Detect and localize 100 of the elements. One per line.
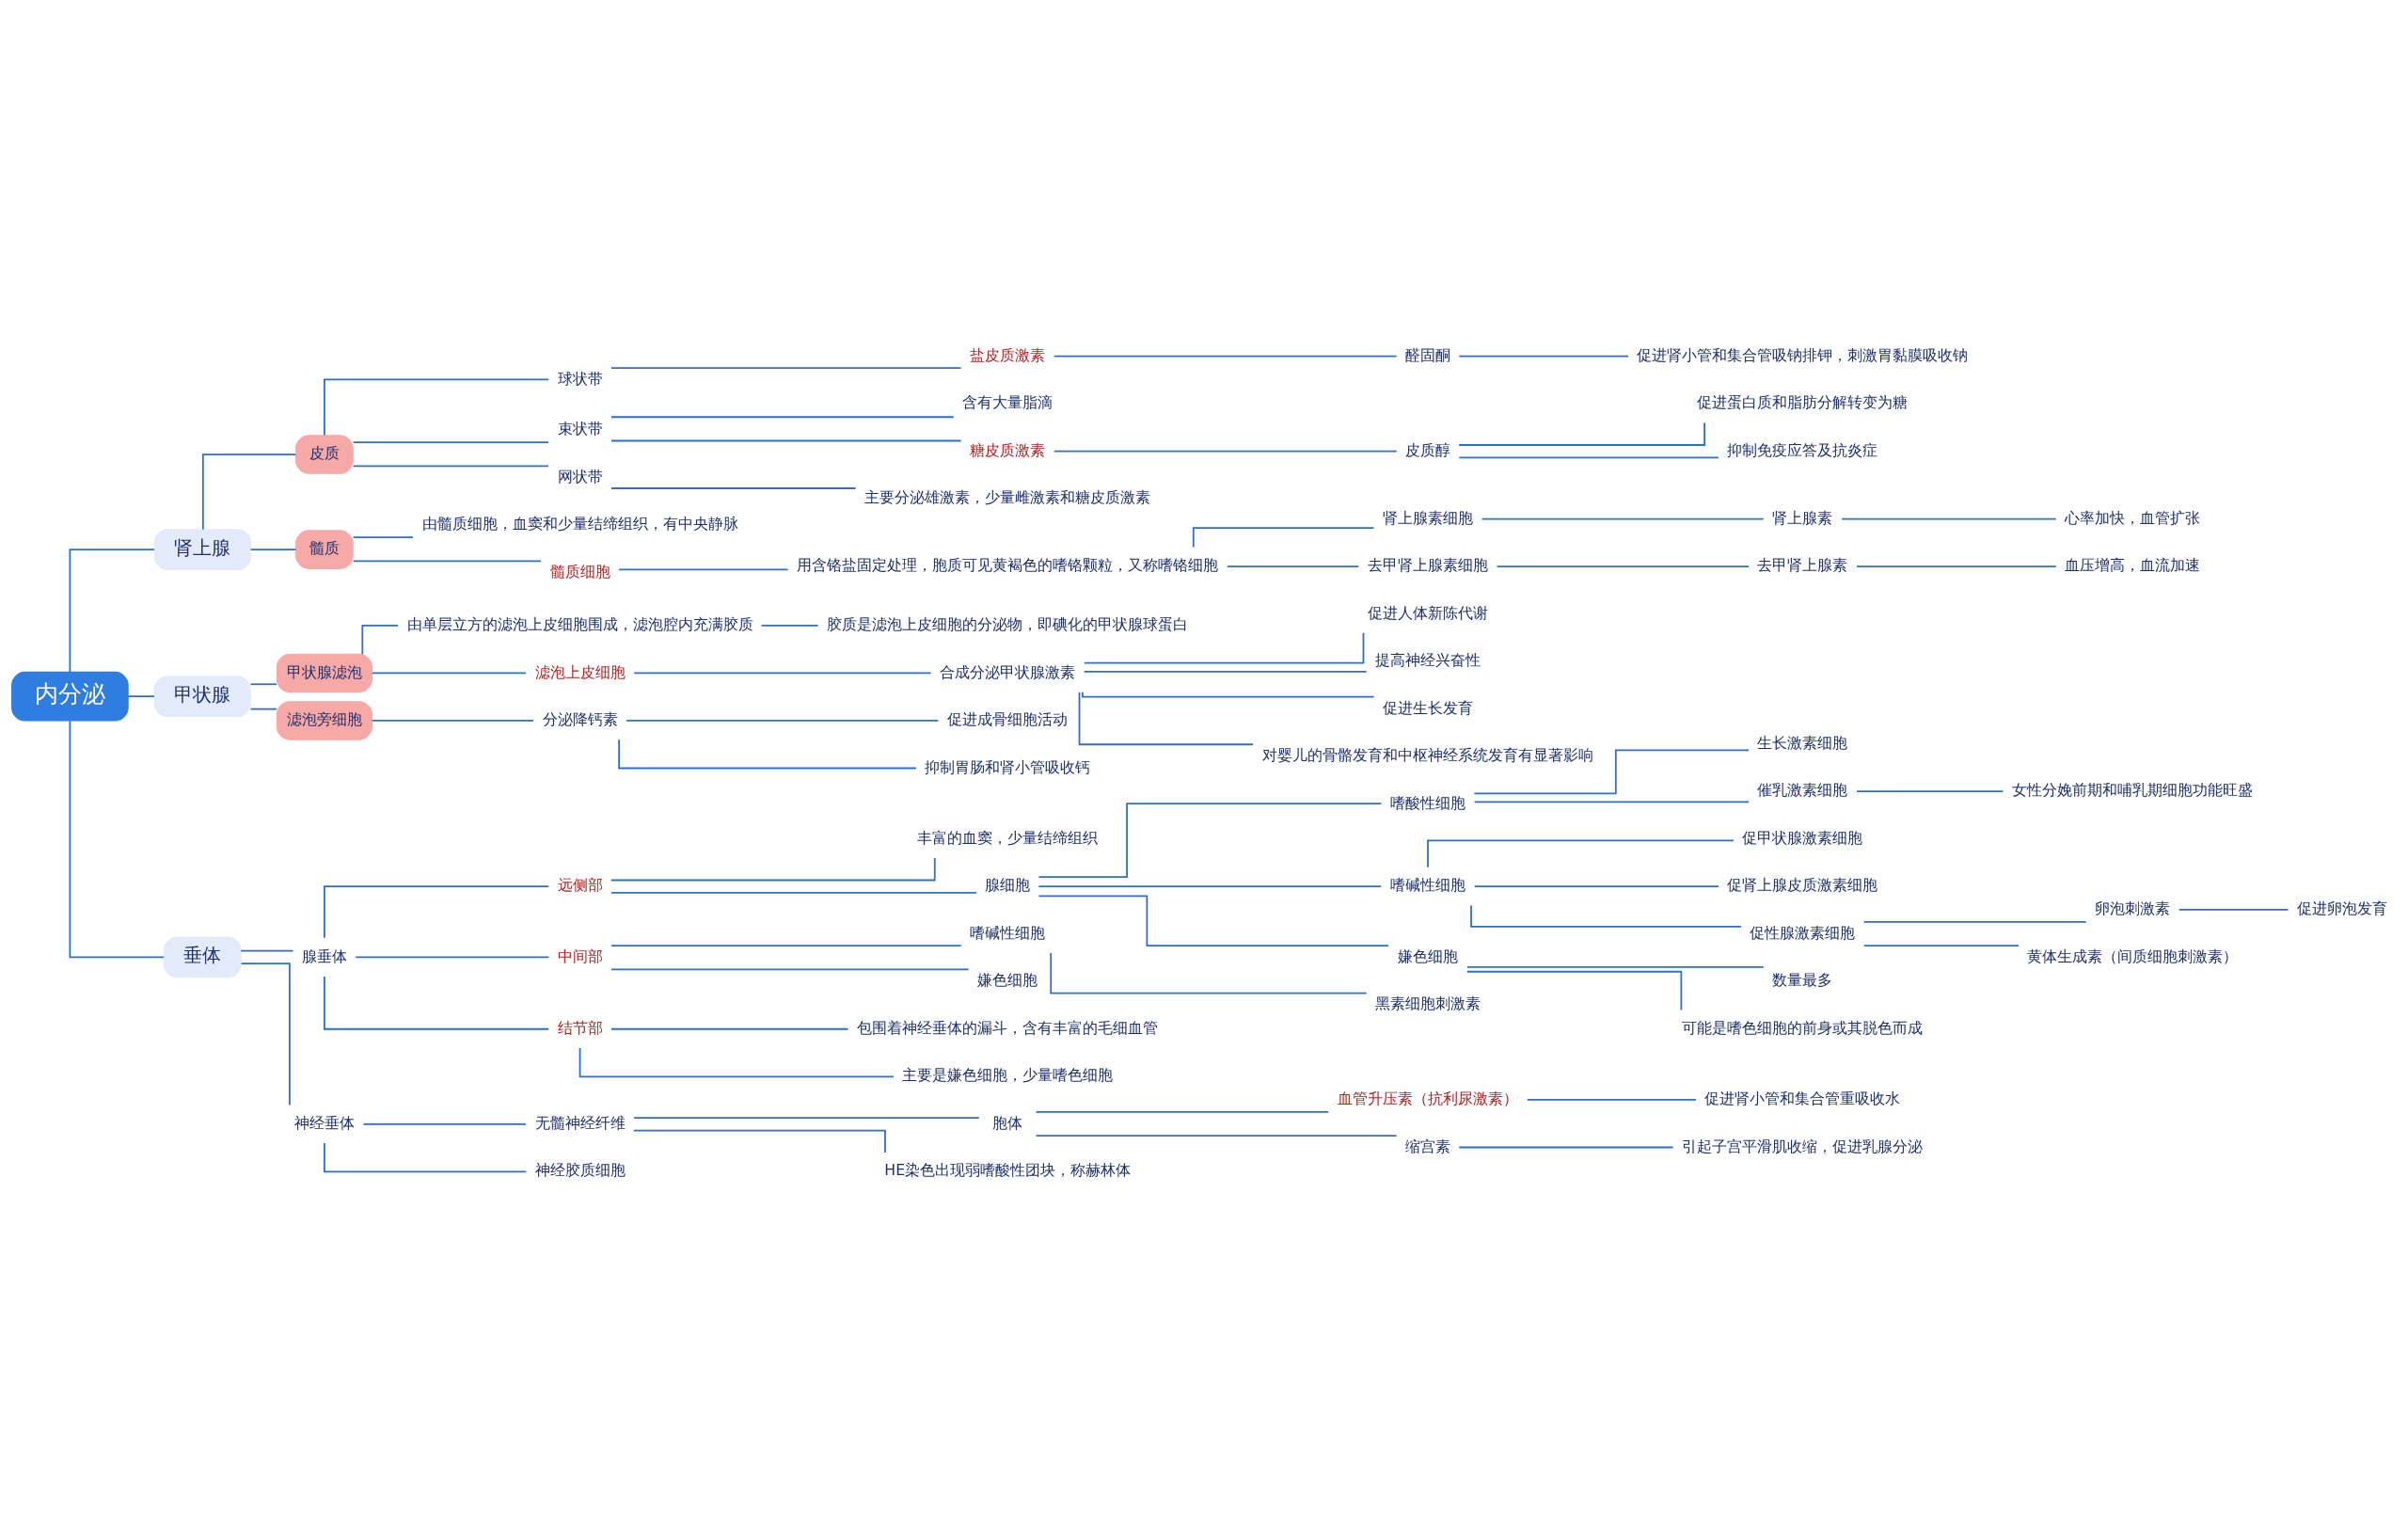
- node-text: 由髓质细胞，血窦和少量结缔组织，有中央静脉: [421, 514, 738, 533]
- connector: [1526, 1098, 1697, 1101]
- node-text: 促进成骨细胞活动: [947, 709, 1069, 728]
- node-text: 抑制免疫应答及抗炎症: [1727, 440, 1878, 459]
- node-text: 合成分泌甲状腺激素: [940, 662, 1076, 681]
- node-text: 促进人体新陈代谢: [1367, 603, 1488, 622]
- connector: [1862, 944, 2020, 946]
- node-text: 肾上腺素细胞: [1382, 508, 1473, 527]
- node-text: 数量最多: [1772, 970, 1833, 989]
- node-text: 网状带: [557, 467, 603, 485]
- connector: [1038, 894, 1390, 946]
- node-text: 由单层立方的滤泡上皮细胞围成，滤泡腔内充满胶质: [406, 614, 753, 633]
- connector: [1053, 355, 1398, 358]
- node-text: 腺细胞: [985, 875, 1031, 894]
- node-text: 血管升压素（抗利尿激素）: [1337, 1089, 1518, 1107]
- node-text: 含有大量脂滴: [962, 392, 1054, 411]
- connector: [1427, 839, 1735, 868]
- connector: [1473, 884, 1719, 887]
- node-text: 嗜酸性细胞: [1389, 793, 1465, 812]
- connector: [362, 1122, 527, 1125]
- node-text: 引起子宫平滑肌收缩，促进乳腺分泌: [1682, 1137, 1924, 1155]
- connector: [1496, 565, 1751, 567]
- connector: [69, 719, 166, 958]
- connector: [618, 738, 917, 769]
- node-text: 生长激素细胞: [1757, 733, 1848, 752]
- connector: [610, 944, 962, 946]
- connector: [1083, 670, 1368, 673]
- connector: [1465, 965, 1765, 968]
- connector: [1481, 517, 1765, 519]
- connector: [610, 366, 962, 369]
- node-text: 促进生长发育: [1382, 698, 1473, 717]
- node-text: 主要是嫌色细胞，少量嗜色细胞: [902, 1065, 1114, 1084]
- node-text: 盐皮质激素: [970, 345, 1046, 364]
- connector: [1458, 1146, 1674, 1148]
- connector: [371, 672, 527, 674]
- node-text: 嗜碱性细胞: [970, 923, 1046, 942]
- connector: [1841, 517, 2057, 519]
- node-text: 胶质是滤泡上皮细胞的分泌物，即碘化的甲状腺球蛋白: [827, 614, 1189, 633]
- node-text: 肾上腺素: [1772, 508, 1833, 527]
- connector: [610, 486, 857, 489]
- connector: [324, 884, 550, 939]
- node-text: 促甲状腺激素细胞: [1742, 828, 1863, 847]
- connector: [2178, 908, 2289, 911]
- node-text: 中间部: [557, 946, 603, 965]
- connector: [1856, 789, 2004, 792]
- node-text: 远侧部: [557, 875, 603, 894]
- connector: [127, 694, 155, 697]
- connector: [1458, 355, 1629, 358]
- node-box: 垂体: [163, 936, 242, 978]
- connector: [1226, 565, 1360, 567]
- node-text: 促肾上腺皮质激素细胞: [1727, 875, 1878, 894]
- connector: [324, 378, 550, 436]
- connector: [1856, 565, 2057, 567]
- connector: [249, 682, 277, 685]
- node-text: 去甲肾上腺素细胞: [1367, 555, 1488, 574]
- node-text: 主要分泌雄激素，少量雌激素和糖皮质激素: [864, 487, 1151, 506]
- node-text: 抑制胃肠和肾小管吸收钙: [925, 757, 1091, 776]
- connector: [1078, 691, 1255, 745]
- node-box: 肾上腺: [153, 528, 251, 570]
- node-text: 神经垂体: [293, 1113, 355, 1132]
- node-text: 促进蛋白质和脂肪分解转变为糖: [1697, 392, 1909, 411]
- node-text: 去甲肾上腺素: [1757, 555, 1848, 574]
- node-text: 促进卵泡发育: [2297, 899, 2388, 917]
- connector: [618, 568, 789, 570]
- node-text: 神经胶质细胞: [534, 1160, 626, 1179]
- node-text: 丰富的血窦，少量结缔组织: [917, 828, 1099, 847]
- connector: [324, 975, 550, 1030]
- node-box: 髓质: [295, 529, 354, 569]
- connector: [610, 967, 970, 970]
- node-text: 分泌降钙素: [542, 709, 618, 728]
- node-text: 髓质细胞: [549, 562, 610, 581]
- connector: [1473, 749, 1750, 794]
- connector: [578, 1046, 895, 1077]
- node-text: 卵泡刺激素: [2095, 899, 2171, 917]
- node-text: 促进肾小管和集合管吸钠排钾，刺激胃黏膜吸收钠: [1637, 345, 1969, 364]
- node-text: 女性分娩前期和哺乳期细胞功能旺盛: [2012, 780, 2254, 799]
- connector: [1035, 1134, 1398, 1137]
- node-text: 催乳激素细胞: [1757, 780, 1848, 799]
- node-text: 心率加快，血管扩张: [2065, 508, 2201, 527]
- node-text: 束状带: [557, 419, 603, 437]
- connector: [371, 719, 534, 722]
- node-text: HE染色出现弱嗜酸性团块，称赫林体: [884, 1160, 1132, 1179]
- node-box: 内分泌: [11, 671, 129, 722]
- connector: [1862, 920, 2087, 923]
- node-text: 胞体: [992, 1113, 1023, 1132]
- connector: [240, 949, 294, 952]
- node-text: 嗜碱性细胞: [1389, 875, 1465, 894]
- connector: [352, 465, 549, 467]
- node-text: 包围着神经垂体的漏斗，含有丰富的毛细血管: [857, 1018, 1159, 1037]
- node-text: 腺垂体: [301, 946, 347, 965]
- node-text: 提高神经兴奋性: [1374, 650, 1481, 669]
- connector: [610, 856, 936, 881]
- connector: [355, 956, 550, 958]
- node-text: 嫌色细胞: [977, 970, 1038, 989]
- connector: [610, 439, 962, 441]
- connector: [760, 624, 819, 627]
- connector: [69, 548, 155, 673]
- node-text: 黄体生成素（间质细胞刺激素）: [2027, 946, 2239, 965]
- connector: [1458, 456, 1719, 458]
- connector: [610, 1027, 849, 1030]
